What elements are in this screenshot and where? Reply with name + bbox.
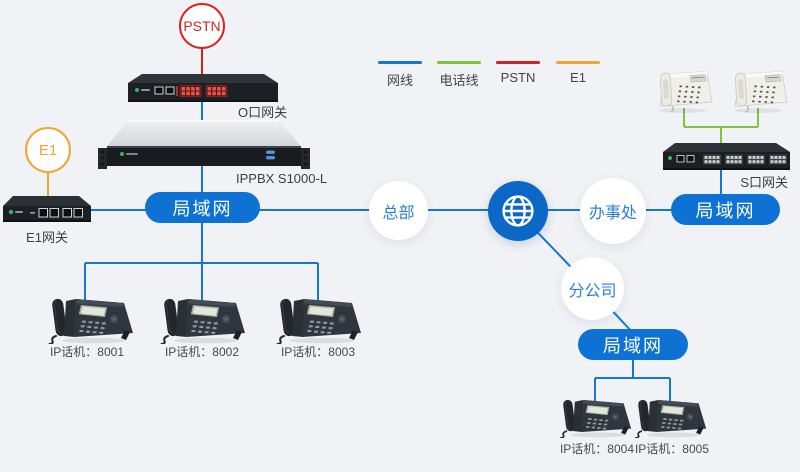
lan-branch-node: 局域网 xyxy=(578,329,688,360)
legend-label: 网线 xyxy=(386,73,413,88)
legend-swatch-network-cable xyxy=(378,61,422,64)
pstn-badge-label: PSTN xyxy=(183,18,221,34)
legend-swatch-e1 xyxy=(556,61,600,64)
site-office-node: 办事处 xyxy=(580,178,646,244)
legend-item-e1: E1 xyxy=(555,61,601,85)
legend-item-phone-line: 电话线 xyxy=(436,61,482,89)
ip-phone-8005-image xyxy=(633,394,707,438)
lan-office-node: 局域网 xyxy=(671,194,780,225)
ip-phone-8002-label: IP话机：8002 xyxy=(164,345,240,359)
legend-swatch-phone-line xyxy=(437,61,481,64)
o-gateway-device-image xyxy=(128,74,278,102)
ip-phone-8001-label: IP话机：8001 xyxy=(49,345,125,359)
ip-phone-8002-image xyxy=(158,292,246,344)
legend-label: 电话线 xyxy=(439,73,479,88)
globe-icon xyxy=(502,195,534,227)
ip-phone-8003-label: IP话机：8003 xyxy=(280,345,356,359)
legend-item-pstn: PSTN xyxy=(495,61,541,85)
ippbx-label: IPPBX S1000-L xyxy=(236,171,328,186)
lan-branch-label: 局域网 xyxy=(603,335,663,356)
ip-phone-8004-label: IP话机：8004 xyxy=(559,442,635,456)
legend-swatch-pstn xyxy=(496,61,540,64)
pstn-badge: PSTN xyxy=(179,3,225,49)
site-branch-node: 分公司 xyxy=(561,257,624,320)
legend-label: E1 xyxy=(570,70,586,85)
ip-phone-8001-image xyxy=(46,292,134,344)
ip-phone-8004-image xyxy=(558,394,632,438)
legend-item-network-cable: 网线 xyxy=(377,61,423,89)
e1-gateway-label: E1网关 xyxy=(26,230,68,245)
e1-badge-label: E1 xyxy=(38,141,58,159)
analog-phone-2 xyxy=(727,64,789,114)
s-gateway-label: S口网关 xyxy=(740,175,788,190)
s-gateway-device-image xyxy=(663,143,790,170)
e1-badge: E1 xyxy=(25,127,71,173)
ip-phone-8005-label: IP话机：8005 xyxy=(634,442,710,456)
o-gateway-label: O口网关 xyxy=(238,105,288,120)
lan-hq-label: 局域网 xyxy=(172,198,233,219)
legend-label: PSTN xyxy=(500,70,536,85)
site-office-label: 办事处 xyxy=(588,205,637,222)
e1-gateway-device-image xyxy=(3,196,91,222)
lan-hq-node: 局域网 xyxy=(145,192,260,223)
internet-node xyxy=(488,181,548,241)
ip-phone-8003-image xyxy=(274,292,362,344)
site-hq-node: 总部 xyxy=(369,181,428,240)
lan-office-label: 局域网 xyxy=(695,200,756,221)
analog-phone-1 xyxy=(652,64,714,114)
site-hq-label: 总部 xyxy=(382,204,415,222)
ippbx-device-image xyxy=(98,120,310,169)
site-branch-label: 分公司 xyxy=(568,282,617,300)
